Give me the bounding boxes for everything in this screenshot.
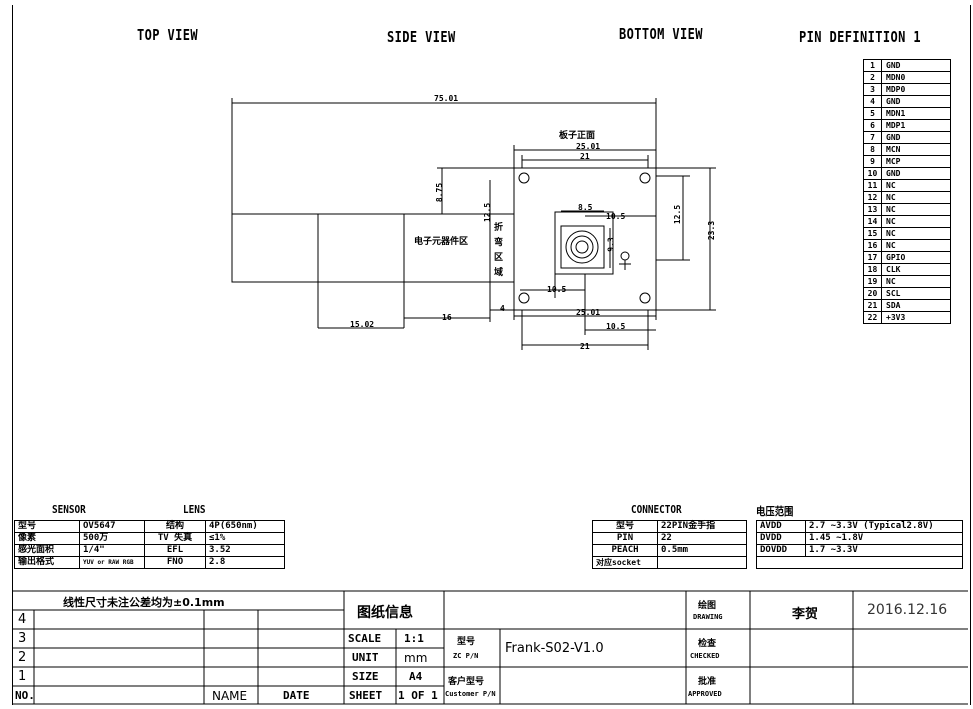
lens-value: 2.8: [205, 556, 285, 569]
no-label: NO.: [15, 689, 35, 702]
voltage-value: [805, 556, 963, 569]
unit-value: mm: [404, 651, 428, 665]
connector-title: CONNECTOR: [631, 503, 682, 516]
size-value: A4: [409, 670, 423, 683]
date-label: DATE: [283, 689, 310, 702]
scale-label: SCALE: [348, 632, 382, 645]
voltage-title: 电压范围: [756, 505, 794, 518]
pin-definition-title: PIN DEFINITION 1: [799, 28, 921, 46]
connector-row: 对应socket: [592, 556, 747, 569]
dim-board-top: 25.01: [576, 142, 601, 151]
dim-15-02: 15.02: [350, 320, 375, 329]
voltage-key: [756, 556, 806, 569]
drawing-label: 绘图: [698, 601, 717, 611]
dim-4: 4: [500, 304, 505, 313]
label-bend-2: 弯: [494, 238, 504, 248]
voltage-row-empty: [756, 556, 963, 569]
lens-key: FNO: [144, 556, 206, 569]
dim-21-bottom: 21: [580, 342, 590, 351]
model-label: 型号: [457, 637, 476, 647]
label-board-front: 板子正面: [559, 131, 596, 141]
side-view-title: SIDE VIEW: [387, 28, 456, 46]
drawer-name: 李贺: [792, 607, 819, 622]
lens-title: LENS: [183, 503, 206, 516]
tolerance-note: 线性尺寸未注公差均为±0.1mm: [63, 596, 225, 609]
size-label: SIZE: [352, 670, 379, 683]
unit-label: UNIT: [352, 651, 379, 664]
customer-sub: Customer P/N: [445, 690, 496, 698]
drawing-date: 2016.12.16: [867, 602, 948, 618]
rev-4: 4: [18, 612, 27, 627]
rev-2: 2: [18, 650, 27, 665]
model-sub: ZC P/N: [453, 652, 479, 660]
dim-board-bottom: 25.01: [576, 308, 601, 317]
label-bend-4: 域: [494, 268, 504, 278]
dim-16: 16: [442, 313, 452, 322]
dim-10-5-mid: 10.5: [547, 285, 567, 294]
checked-label: 检查: [698, 639, 717, 649]
scale-value: 1:1: [404, 632, 424, 645]
label-bend-3: 区: [494, 253, 504, 263]
name-label: NAME: [212, 689, 248, 703]
rev-3: 3: [18, 631, 27, 646]
drawing-sub: DRAWING: [693, 613, 723, 621]
checked-sub: CHECKED: [690, 652, 720, 660]
pin-row: 22+3V3: [863, 311, 951, 324]
dim-10-5-top: 10.5: [606, 212, 626, 221]
dim-10-5-bottom: 10.5: [606, 322, 626, 331]
sensor-title: SENSOR: [52, 503, 86, 516]
approved-label: 批准: [698, 677, 717, 687]
sheet-label: SHEET: [349, 689, 383, 702]
bottom-view-title: BOTTOM VIEW: [619, 25, 703, 43]
top-view-title: TOP VIEW: [137, 26, 198, 44]
customer-label: 客户型号: [448, 677, 485, 687]
label-bend-1: 折: [494, 223, 504, 233]
label-component-area: 电子元器件区: [414, 237, 469, 247]
drawing-frame: [12, 5, 971, 705]
model-value: Frank-S02-V1.0: [505, 641, 604, 656]
dim-8-5: 8.5: [578, 203, 593, 212]
connector-value: [657, 556, 747, 569]
sheet-value: 1 OF 1: [398, 689, 438, 702]
approved-sub: APPROVED: [688, 690, 722, 698]
mechanical-drawing: [231, 98, 716, 350]
rev-1: 1: [18, 669, 27, 684]
pin-signal: +3V3: [881, 311, 951, 324]
drawing-info-label: 图纸信息: [357, 605, 413, 621]
dim-board-inner-top: 21: [580, 152, 590, 161]
dim-overall: 75.01: [434, 94, 459, 103]
